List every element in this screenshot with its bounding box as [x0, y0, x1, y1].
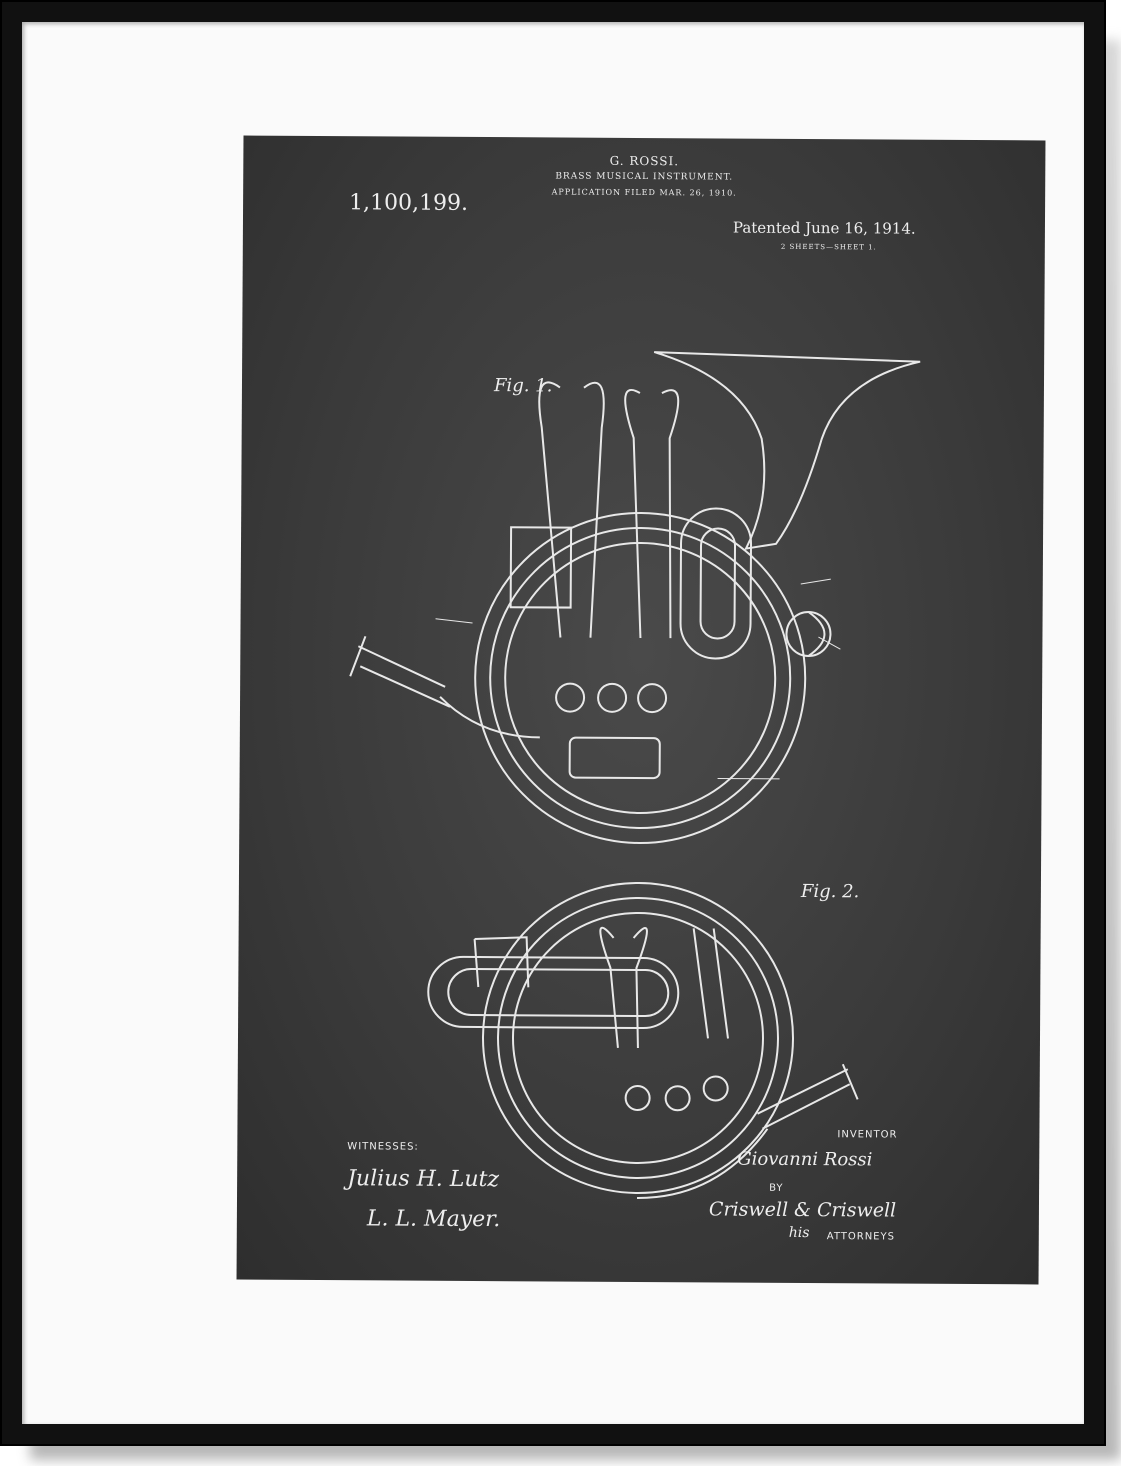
by-label: BY — [769, 1182, 784, 1194]
witness-signature-2: L. L. Mayer. — [366, 1206, 501, 1233]
french-horn-drawing — [349, 351, 921, 1199]
witnesses-label: WITNESSES: — [347, 1141, 419, 1153]
inventor-signature: Giovanni Rossi — [737, 1148, 873, 1171]
fig1-horn — [349, 351, 921, 844]
patent-print: G. ROSSI. BRASS MUSICAL INSTRUMENT. APPL… — [236, 135, 1046, 1285]
witness-signature-1: Julius H. Lutz — [347, 1166, 500, 1193]
attorneys-signature: Criswell & Criswell — [708, 1198, 897, 1222]
attorneys-label: ATTORNEYS — [826, 1231, 896, 1243]
inventor-label: INVENTOR — [837, 1129, 898, 1141]
his-label: his — [788, 1224, 810, 1242]
fig2-horn — [427, 881, 859, 1199]
